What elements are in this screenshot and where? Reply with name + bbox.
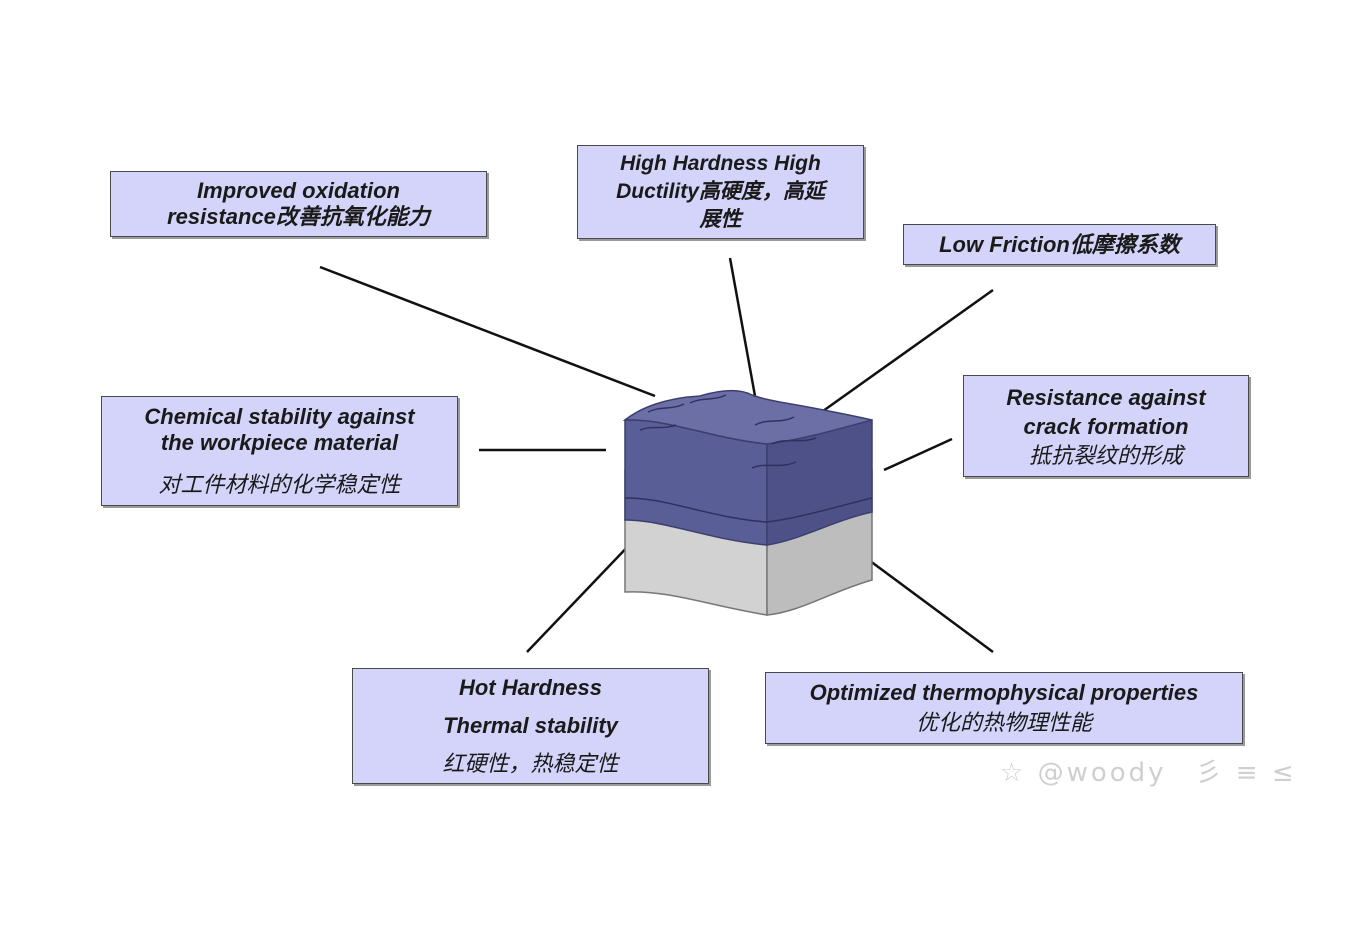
wave-2 — [689, 394, 727, 404]
label-crack-resistance: Resistance against crack formation 抵抗裂纹的… — [963, 375, 1249, 477]
label-hot-hardness: Hot Hardness Thermal stability 红硬性，热稳定性 — [352, 668, 709, 784]
layer-line-front — [624, 497, 768, 523]
label-low-friction: Low Friction低摩擦系数 — [903, 224, 1216, 265]
label-chemical-stability: Chemical stability against the workpiece… — [101, 396, 458, 506]
hardness-line3: 展性 — [699, 208, 742, 231]
thermo-line2: 优化的热物理性能 — [915, 710, 1092, 735]
connector-crack — [883, 437, 953, 472]
connector-friction — [815, 288, 994, 418]
hardness-line2: Ductility高硬度，高延 — [616, 180, 825, 203]
hardness-line1: High Hardness High — [620, 152, 821, 175]
oxidation-line2: resistance改善抗氧化能力 — [167, 204, 430, 229]
label-oxidation-resistance: Improved oxidation resistance改善抗氧化能力 — [110, 171, 487, 237]
wave-3 — [754, 416, 795, 426]
wave-5 — [771, 437, 817, 445]
chemical-line2: the workpiece material — [160, 430, 399, 455]
oxidation-line1: Improved oxidation — [197, 178, 400, 203]
coating-layer — [622, 389, 873, 546]
chemical-line3: 对工件材料的化学稳定性 — [158, 472, 401, 497]
layer-line-side — [766, 497, 873, 523]
connector-lines — [319, 257, 994, 654]
hot-line3: 红硬性，热稳定性 — [442, 751, 619, 776]
crack-line3: 抵抗裂纹的形成 — [1028, 442, 1183, 468]
crack-line1: Resistance against — [1006, 384, 1206, 410]
chemical-line1: Chemical stability against — [144, 404, 415, 429]
coating-top — [622, 389, 873, 445]
hot-line1: Hot Hardness — [458, 675, 603, 700]
wave-4 — [639, 424, 677, 431]
connector-hardness — [728, 257, 757, 397]
hot-line2: Thermal stability — [443, 713, 618, 738]
wave-1 — [647, 403, 685, 413]
watermark: ☆ @woody 彡 ≡ ≤ — [1000, 758, 1297, 788]
connector-oxidation — [319, 265, 656, 398]
wave-6 — [751, 461, 797, 469]
label-thermophysical: Optimized thermophysical properties 优化的热… — [765, 672, 1243, 744]
friction-line1: Low Friction低摩擦系数 — [939, 231, 1180, 257]
surface-texture — [624, 394, 873, 523]
thermo-line1: Optimized thermophysical properties — [809, 680, 1199, 705]
label-high-hardness: High Hardness High Ductility高硬度，高延 展性 — [577, 145, 864, 239]
crack-line2: crack formation — [1023, 413, 1189, 439]
